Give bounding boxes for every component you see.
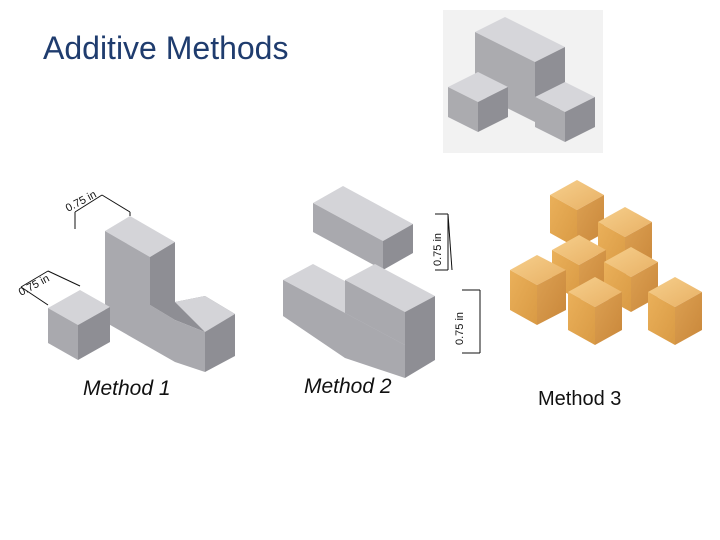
- method-3-label: Method 3: [538, 388, 622, 410]
- combined-shape-thumbnail: [443, 10, 603, 153]
- m1-dimension-lines: [20, 194, 131, 306]
- method-2-figure: 0.75 in 0.75 in: [283, 186, 481, 378]
- wood-cube-front-left: [510, 255, 566, 325]
- m1-width-dimension-label: 0.75 in: [17, 273, 52, 299]
- m1-left-face: [105, 231, 175, 362]
- thumb-right-cube: [535, 82, 595, 142]
- method-3-figure: [510, 180, 702, 345]
- m1-small-cube: [48, 290, 110, 360]
- m2-dimension-lines: [435, 213, 481, 354]
- wood-cube-front-center: [568, 277, 622, 345]
- method-1-label: Method 1: [83, 377, 171, 400]
- m2-lower-height-label: 0.75 in: [454, 312, 466, 345]
- m1-depth-dimension-label: 0.75 in: [64, 189, 99, 215]
- m2-top-block: [313, 186, 413, 270]
- page-title: Additive Methods: [43, 30, 289, 66]
- method-2-label: Method 2: [304, 375, 392, 398]
- m1-lower-right: [205, 314, 235, 372]
- m1-top-upper: [105, 216, 175, 257]
- method-1-figure: 0.75 in 0.75 in: [17, 189, 235, 372]
- m2-bottom-block: [283, 264, 435, 378]
- m2-upper-height-label: 0.75 in: [432, 233, 444, 266]
- wood-cube-front-right: [648, 277, 702, 345]
- thumb-front-cube: [448, 72, 508, 132]
- wood-cube-back: [550, 180, 604, 248]
- m1-lower-left: [175, 320, 205, 372]
